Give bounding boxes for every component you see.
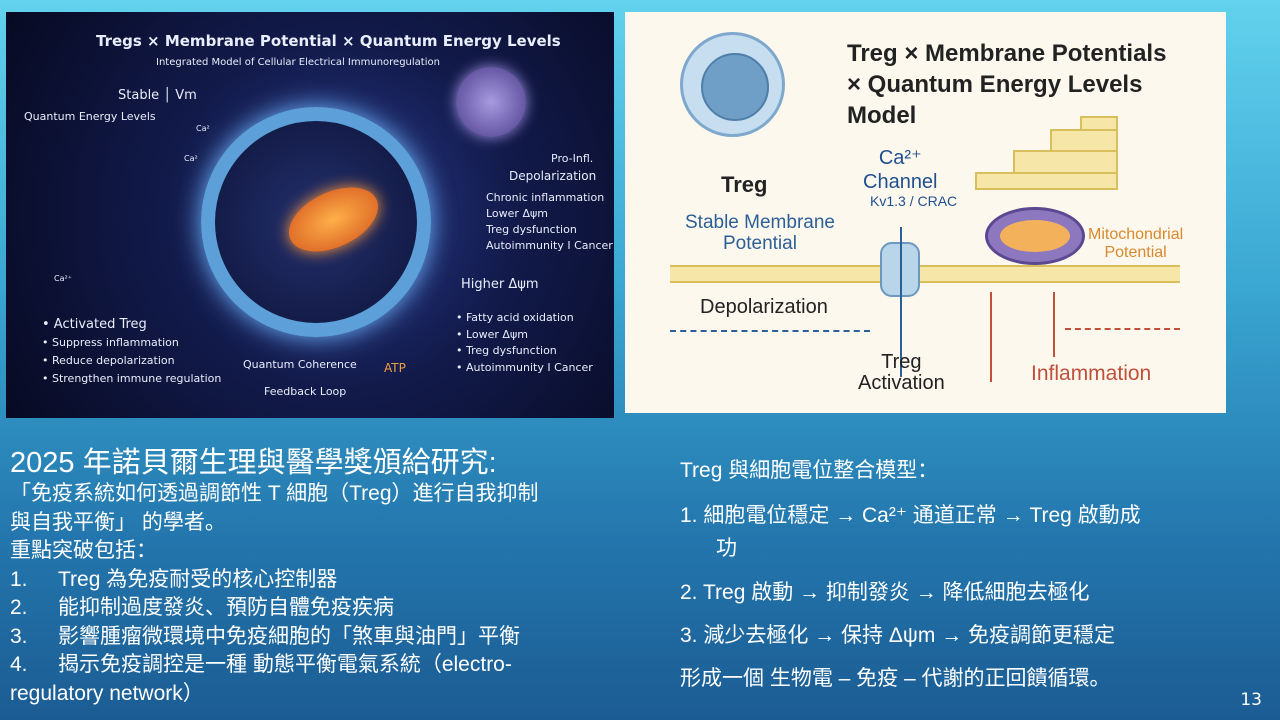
ca-label: Ca² <box>196 124 210 133</box>
page-number: 13 <box>1240 690 1262 710</box>
illustration-title: Tregs × Membrane Potential × Quantum Ene… <box>96 32 561 50</box>
list-item: Treg dysfunction <box>486 223 577 236</box>
energy-step <box>975 172 1118 190</box>
model-item: 1. 細胞電位穩定 → Ca²⁺ 通道正常 → Treg 啟動成 <box>680 504 1141 527</box>
item-number: 3. <box>10 624 28 648</box>
nobel-summary: 2025 年諾貝爾生理與醫學獎頒給研究: 「免疫系統如何透過調節性 T 細胞（T… <box>10 446 630 708</box>
quantum-coherence-label: Quantum Coherence <box>243 358 357 371</box>
right-list-2: • Fatty acid oxidation • Lower Δψm • Tre… <box>456 310 593 376</box>
inflamed-cell-graphic <box>456 67 526 137</box>
list-item: • Suppress inflammation <box>42 336 179 349</box>
stable-vm-label: Stable │ Vm <box>118 88 197 103</box>
down-arrow-icon <box>900 227 902 377</box>
summary-item: 4. 揭示免疫調控是一種 動態平衡電氣系統（electro- <box>10 651 630 680</box>
inflammation-label: Inflammation <box>1031 362 1152 385</box>
summary-item: 2. 能抑制過度發炎、預防自體免疫疾病 <box>10 594 630 623</box>
treg-cell-illustration: Tregs × Membrane Potential × Quantum Ene… <box>6 12 614 418</box>
summary-line: regulatory network） <box>10 681 204 705</box>
down-arrow-icon <box>1053 292 1055 357</box>
list-item: Autoimmunity I Cancer <box>486 239 613 252</box>
dashed-line <box>1065 328 1180 330</box>
label-line: Channel <box>863 171 938 193</box>
item-number: 1. <box>10 567 28 591</box>
membrane-band <box>670 265 1180 283</box>
label-line: Stable Membrane <box>685 212 835 233</box>
title-line: × Quantum Energy Levels <box>847 71 1143 98</box>
model-heading: Treg 與細胞電位整合模型： <box>680 459 939 482</box>
label-line: Mitochondrial <box>1088 226 1184 243</box>
ca-label: Ca² <box>184 154 198 163</box>
ca-channel-label: Ca²⁺ Channel <box>863 146 938 194</box>
model-item-cont: 功 <box>716 537 737 560</box>
list-item: Chronic inflammation <box>486 191 605 204</box>
treg-model-diagram: Treg × Membrane Potentials × Quantum Ene… <box>625 12 1226 413</box>
label-line: Treg <box>881 351 922 373</box>
list-item: • Fatty acid oxidation <box>456 311 574 324</box>
right-list-1: Chronic inflammation Lower Δψm Treg dysf… <box>486 190 613 254</box>
left-list: • Activated Treg • Suppress inflammation… <box>42 316 221 388</box>
model-item: 2. Treg 啟動 → 抑制發炎 → 降低細胞去極化 <box>680 581 1090 604</box>
list-item: • Lower Δψm <box>456 327 528 341</box>
item-text: 影響腫瘤微環境中免疫細胞的「煞車與油門」平衡 <box>58 624 520 648</box>
summary-item: 3. 影響腫瘤微環境中免疫細胞的「煞車與油門」平衡 <box>10 623 630 652</box>
label-line: Potential <box>1104 244 1167 261</box>
list-item: Lower Δψm <box>486 207 548 220</box>
mitochondrion-graphic <box>985 207 1085 265</box>
energy-step <box>1050 129 1118 152</box>
atp-label: ATP <box>384 361 406 375</box>
diagram-title: Treg × Membrane Potentials × Quantum Ene… <box>847 38 1166 131</box>
item-text: 揭示免疫調控是一種 動態平衡電氣系統（electro- <box>58 653 512 676</box>
stable-potential-label: Stable Membrane Potential <box>685 212 835 254</box>
mito-potential-label: Mitochondrial Potential <box>1088 226 1183 262</box>
depolarization-label: Depolarization <box>700 296 828 318</box>
label-line: Activation <box>858 372 945 394</box>
label-line: Potential <box>723 233 797 254</box>
summary-line: 重點突破包括： <box>10 539 157 562</box>
list-item: • Activated Treg <box>42 317 147 332</box>
pro-infl-label: Pro-Infl. <box>551 152 594 165</box>
kv-label: Kv1.3 / CRAC <box>870 193 958 209</box>
summary-line: 「免疫系統如何透過調節性 T 細胞（Treg）進行自我抑制 <box>10 482 539 505</box>
energy-step <box>1013 150 1118 174</box>
down-arrow-icon <box>990 292 992 382</box>
item-text: Treg 為免疫耐受的核心控制器 <box>58 567 338 591</box>
title-line: Model <box>847 102 917 129</box>
energy-step <box>1080 116 1118 131</box>
item-text: 能抑制過度發炎、預防自體免疫疾病 <box>58 596 394 619</box>
list-item: • Strengthen immune regulation <box>42 372 222 385</box>
item-number: 2. <box>10 596 28 619</box>
quantum-levels-label: Quantum Energy Levels <box>24 110 156 123</box>
illustration-subtitle: Integrated Model of Cellular Electrical … <box>156 57 440 68</box>
list-item: • Autoimmunity I Cancer <box>456 360 593 374</box>
depolarization-label: Depolarization <box>509 169 597 183</box>
title-line: Treg × Membrane Potentials <box>847 40 1167 67</box>
treg-label: Treg <box>721 172 768 197</box>
treg-activation-label: Treg Activation <box>858 352 945 394</box>
summary-line: 與自我平衡」 的學者。 <box>10 510 226 534</box>
higher-label: Higher Δψm <box>461 277 539 292</box>
label-line: Ca²⁺ <box>878 147 922 169</box>
ca-label: Ca²⁺ <box>54 274 72 283</box>
list-item: • Treg dysfunction <box>456 344 557 357</box>
model-conclusion: 形成一個 生物電 – 免疫 – 代謝的正回饋循環。 <box>680 667 1111 690</box>
summary-item: 1. Treg 為免疫耐受的核心控制器 <box>10 566 630 595</box>
item-number: 4. <box>10 653 28 676</box>
treg-cell-graphic <box>680 32 785 137</box>
feedback-loop-label: Feedback Loop <box>264 385 347 398</box>
dashed-line <box>670 330 870 332</box>
model-item: 3. 減少去極化 → 保持 Δψm → 免疫調節更穩定 <box>680 624 1116 647</box>
list-item: • Reduce depolarization <box>42 354 175 367</box>
summary-heading: 2025 年諾貝爾生理與醫學獎頒給研究: <box>10 447 497 479</box>
